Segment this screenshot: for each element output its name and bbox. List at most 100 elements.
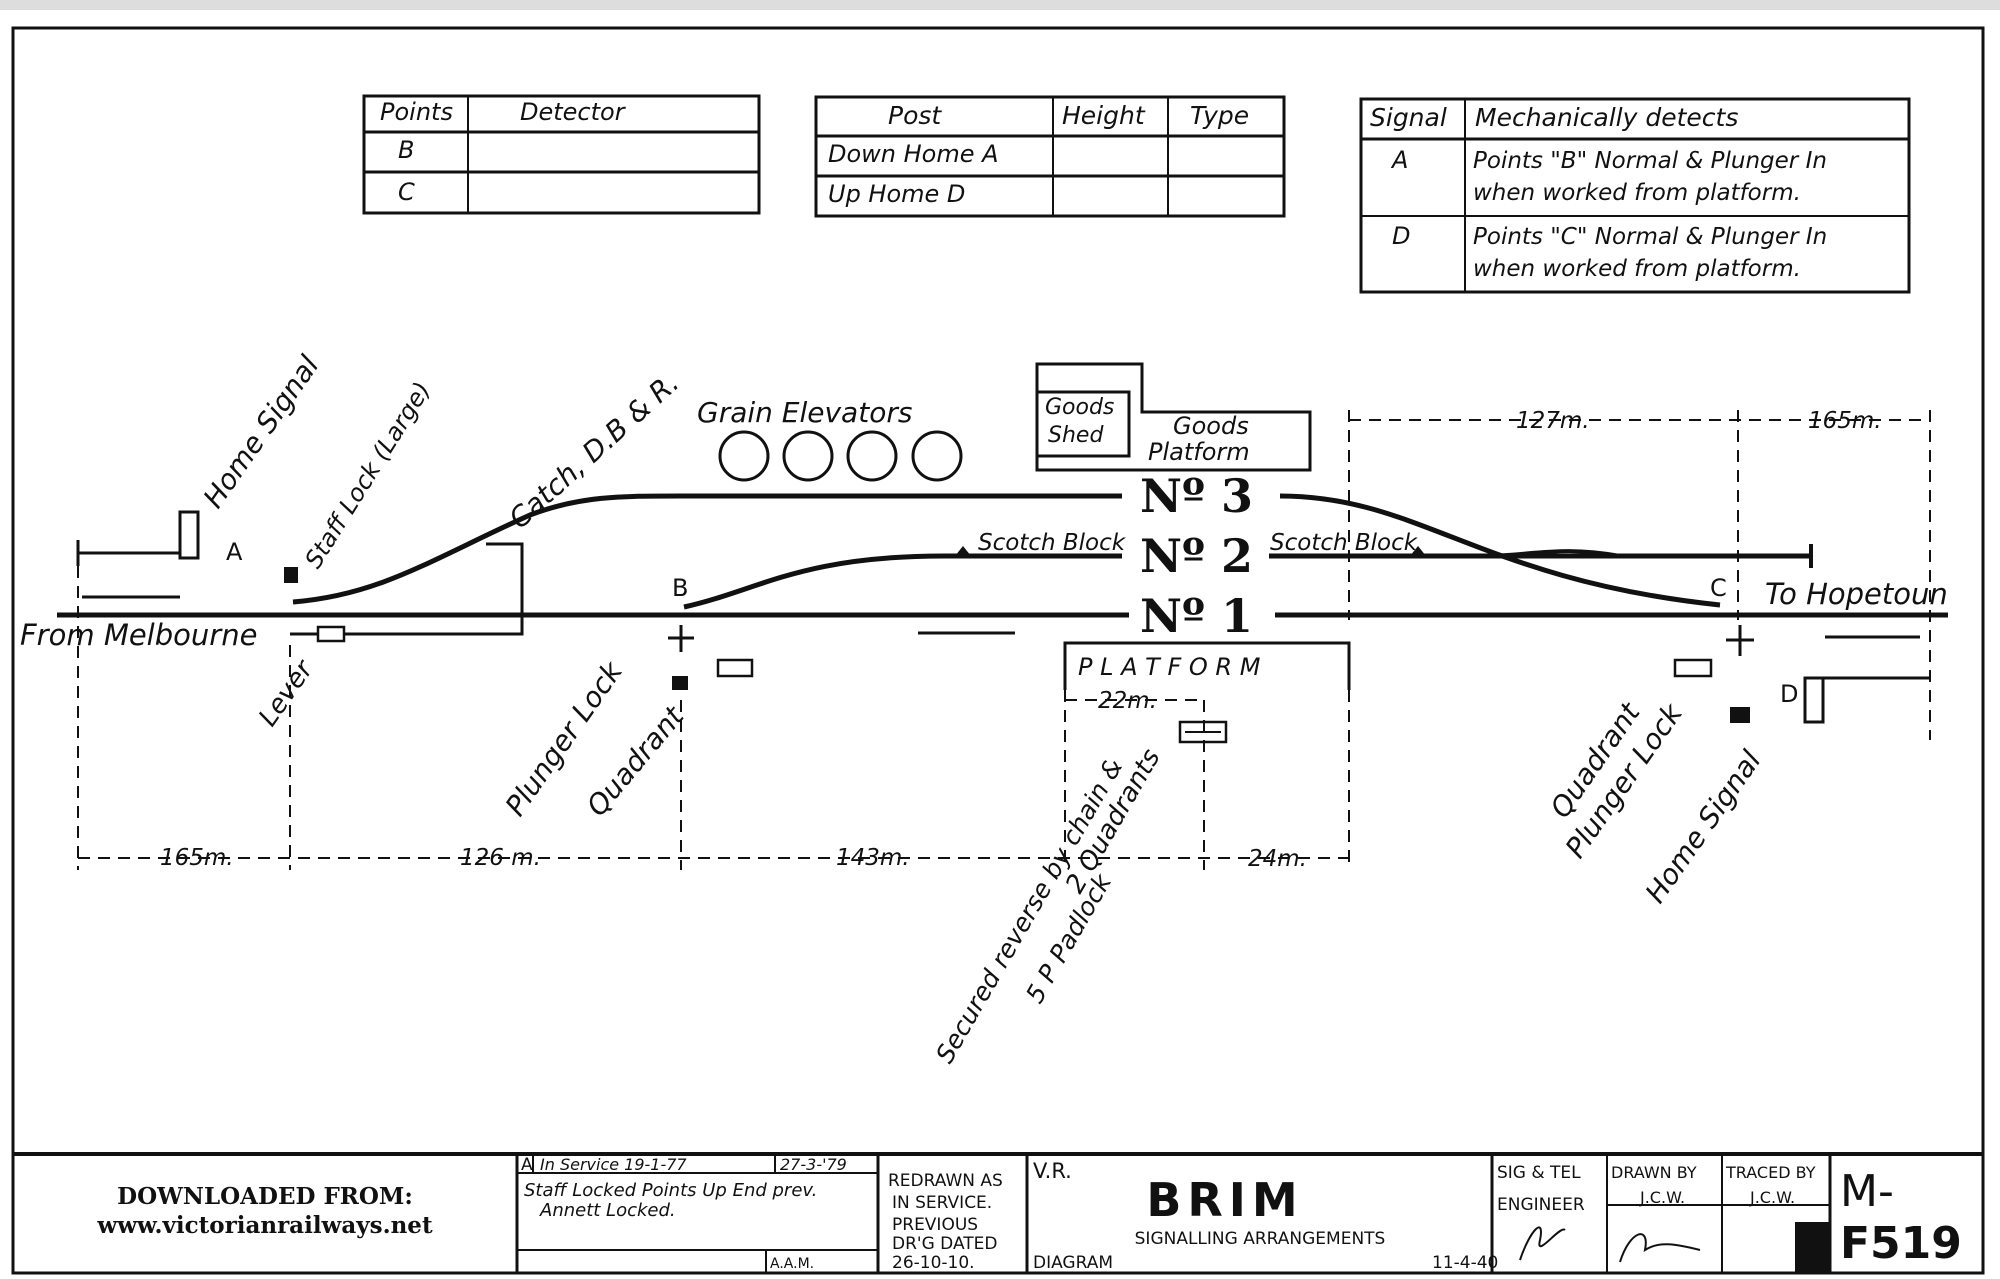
label-points-c: C (1710, 574, 1727, 602)
track-label-1: Nº 1 (1140, 589, 1253, 643)
label-platform: P L A T F O R M (1078, 653, 1261, 681)
platform-outline (1063, 641, 1351, 690)
download-url[interactable]: www.victorianrailways.net (96, 1212, 433, 1239)
station-name: BRIM (1146, 1173, 1303, 1227)
revision-note: Annett Locked. (539, 1200, 676, 1221)
label-to-hopetoun: To Hopetoun (1765, 577, 1948, 611)
cell-signal: A (1390, 146, 1408, 174)
dimension-label: 126 m. (460, 845, 541, 871)
header-detector: Detector (520, 98, 627, 126)
label-signal-d: D (1780, 680, 1798, 708)
sig-tel-label: SIG & TEL (1497, 1163, 1581, 1183)
label-goods-shed: Goods (1045, 395, 1114, 420)
track-label-2: Nº 2 (1140, 529, 1253, 583)
track-3-left (292, 493, 1122, 605)
cell-detects: when worked from platform. (1473, 180, 1801, 206)
revision-letter: A (521, 1155, 533, 1175)
tracks: Nº 3 Nº 2 Nº 1 (57, 469, 1948, 643)
label-home-signal: Home Signal (197, 349, 326, 514)
cell-points: B (398, 136, 414, 164)
goods-shed (1035, 390, 1131, 458)
crossover (1479, 549, 1621, 558)
cell-signal: D (1392, 222, 1410, 250)
traced-by-label: TRACED BY (1725, 1163, 1816, 1182)
traced-by-name: J.C.W. (1749, 1188, 1795, 1207)
cell-post: Down Home A (828, 140, 999, 168)
label-catch: Catch, D.B & R. (503, 366, 686, 535)
track-3-right (1279, 493, 1721, 608)
engineer-signature (1519, 1226, 1566, 1261)
dimension-label: 143m. (836, 845, 910, 871)
grain-elevator-icon (911, 430, 963, 482)
revision-text: In Service 19-1-77 (540, 1155, 687, 1174)
dimension-label: 127m. (1516, 408, 1590, 434)
header-post: Post (888, 101, 942, 130)
sig-tel-label: ENGINEER (1497, 1195, 1585, 1215)
title-block: DOWNLOADED FROM: www.victorianrailways.n… (13, 1152, 1983, 1273)
redrawn-note: REDRAWN AS (888, 1171, 1003, 1191)
track-2-left (683, 553, 1122, 610)
posts-table: Post Height Type Down Home A Up Home D (814, 95, 1286, 218)
diagram-labels: Home Signal Staff Lock (Large) Catch, D.… (20, 349, 1948, 1068)
revision-date: 27-3-'79 (780, 1155, 847, 1174)
track-label-3: Nº 3 (1140, 469, 1253, 523)
plunger-lock-left-icon (672, 676, 688, 690)
label-from-melbourne: From Melbourne (20, 618, 257, 652)
grain-elevator-icon (718, 430, 770, 482)
header-height: Height (1062, 101, 1146, 130)
label-goods-shed: Shed (1048, 423, 1104, 448)
header-mechanically-detects: Mechanically detects (1475, 103, 1738, 132)
header-signal: Signal (1370, 103, 1447, 132)
label-lever: Lever (253, 653, 321, 732)
redrawn-note: 26-10-10. (892, 1253, 975, 1273)
right-structures (1673, 625, 1930, 724)
revision-note: Staff Locked Points Up End prev. (524, 1180, 817, 1201)
points-detector-table: Points Detector B C (362, 94, 761, 215)
home-signal-a-icon (178, 510, 200, 560)
staff-lock-icon (284, 567, 298, 583)
dimension-label: 165m. (160, 845, 234, 871)
label-staff-lock: Staff Lock (Large) (299, 377, 436, 573)
scotch-block-right-icon (1410, 546, 1426, 556)
scan-edge (0, 0, 2000, 10)
cell-points: C (398, 178, 415, 206)
drawing-date: 11-4-40 (1432, 1253, 1498, 1273)
signals-table: Signal Mechanically detects A Points "B"… (1359, 97, 1911, 294)
home-signal-d-icon (1803, 676, 1825, 724)
catch-points (290, 542, 524, 636)
dimension-label: 22m. (1098, 688, 1157, 714)
label-signal-a: A (226, 538, 243, 566)
header-type: Type (1190, 101, 1249, 130)
grain-elevator-icon (782, 430, 834, 482)
revision-initials: A.A.M. (770, 1256, 814, 1272)
label-home-signal: Home Signal (1639, 744, 1768, 909)
quadrant-left-icon (716, 658, 754, 678)
redrawn-note: PREVIOUS (892, 1215, 978, 1235)
redrawn-note: DR'G DATED (892, 1234, 997, 1254)
dimension-lines: 165m. 126 m. 143m. 24m. 22m. 127m. 165m. (77, 408, 1931, 872)
label-scotch-block: Scotch Block (1270, 530, 1419, 556)
drawing-number: M- (1840, 1166, 1894, 1217)
drawn-by-label: DRAWN BY (1611, 1163, 1697, 1182)
goods-platform (1035, 362, 1312, 472)
cell-post: Up Home D (828, 180, 965, 208)
scotch-block-left-icon (955, 546, 971, 556)
dimension-label: 165m. (1808, 408, 1882, 434)
drawing-number: F519 (1840, 1218, 1962, 1269)
lever-icon (316, 625, 346, 643)
left-structures (76, 362, 1351, 744)
drawn-signature (1619, 1233, 1701, 1263)
quadrant-right-icon (1673, 658, 1713, 678)
header-points: Points (380, 98, 453, 126)
grain-elevator-icon (846, 430, 898, 482)
download-heading: DOWNLOADED FROM: (117, 1183, 413, 1210)
redrawn-note: IN SERVICE. (892, 1193, 992, 1213)
drawing-subtitle: SIGNALLING ARRANGEMENTS (1135, 1229, 1386, 1249)
label-points-b: B (672, 574, 688, 602)
dimension-label: 24m. (1248, 846, 1307, 872)
label-goods-platform: Platform (1148, 438, 1250, 466)
diagram-label: DIAGRAM (1033, 1253, 1113, 1273)
label-scotch-block: Scotch Block (978, 530, 1127, 556)
label-grain-elevators: Grain Elevators (697, 396, 912, 429)
